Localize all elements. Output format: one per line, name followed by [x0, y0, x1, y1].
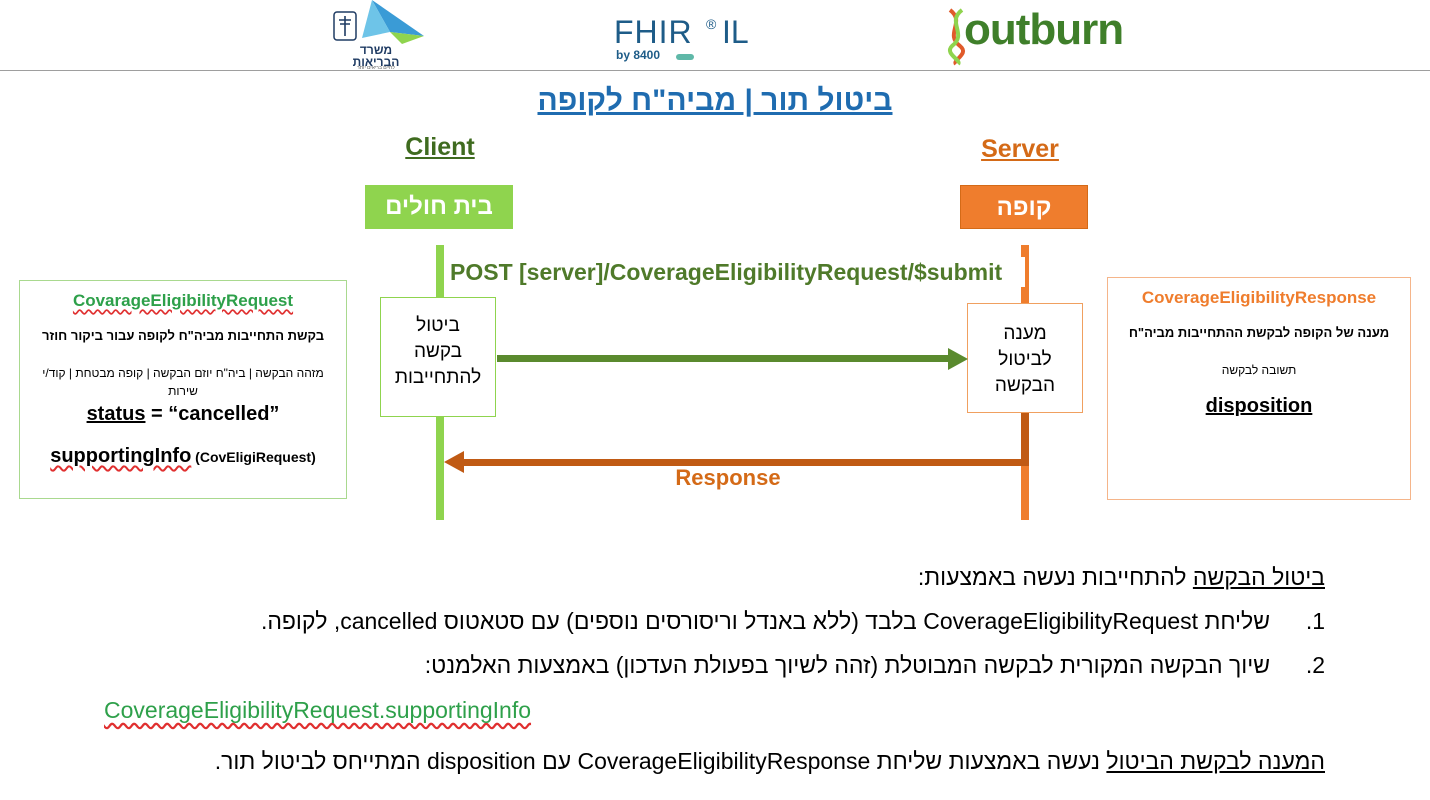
supportinginfo-type: (CovEligiRequest) [191, 449, 316, 465]
response-panel-description: מענה של הקופה לבקשת ההתחייבות מביה"ח [1128, 325, 1390, 340]
dna-helix-icon [948, 8, 965, 66]
moh-logo-text: משרד הבריאות [352, 43, 400, 69]
cancellation-intro-line: ביטול הבקשה להתחייבות נעשה באמצעות: [105, 562, 1325, 592]
list-item-text: שליחת CoverageEligibilityRequest בלבד (ל… [260, 608, 1270, 634]
request-arrow-head-icon [948, 348, 968, 370]
list-item-number: 2. [1305, 652, 1325, 678]
response-label: Response [675, 465, 781, 490]
fhir-logo-bar [676, 54, 694, 60]
fhir-logo-country: IL [722, 14, 749, 50]
fhir-logo-text: FHIR [614, 14, 693, 50]
fhir-il-logo: FHIR ® IL by 8400 [614, 14, 764, 64]
response-arrow-head-icon [444, 451, 464, 473]
request-arrow-shaft [497, 355, 952, 362]
request-panel-title: CovarageEligibilityRequest [72, 291, 294, 310]
outburn-logo-text: outburn [964, 5, 1124, 54]
request-panel-description: בקשת התחייבות מביה"ח לקופה עבור ביקור חו… [41, 328, 325, 343]
response-arrow-shaft [463, 459, 1029, 466]
response-explanation-underlined: המענה לבקשת הביטול [1106, 748, 1325, 774]
ministry-of-health-logo: משרד הבריאות לחיים בריאים יותר [332, 0, 432, 71]
response-resource-panel: CoverageEligibilityResponse מענה של הקופ… [1107, 277, 1411, 500]
status-key: status [86, 403, 146, 425]
request-status-line: status = “cancelled” [20, 401, 346, 427]
request-endpoint-label: POST [server]/CoverageEligibilityRequest… [444, 257, 1025, 287]
server-lifeline-response-segment [1021, 413, 1029, 463]
server-label: Server [981, 135, 1059, 163]
hospital-actor-box: בית חולים [365, 185, 513, 229]
header-divider [0, 70, 1430, 71]
cancel-answer-line-1: מענה [1003, 323, 1047, 344]
cancel-request-line-1: ביטול [416, 315, 460, 336]
page-title: ביטול תור | מביה"ח לקופה [537, 84, 893, 117]
cancel-answer-line-3: הבקשה [994, 375, 1056, 396]
cancel-request-line-3: להתחייבות [394, 367, 482, 388]
cancel-request-activity-box: ביטול בקשה להתחייבות [380, 297, 496, 417]
cancel-answer-activity-box: מענה לביטול הבקשה [967, 303, 1083, 413]
list-item-text: שיוך הבקשה המקורית לבקשה המבוטלת (זהה לש… [424, 652, 1270, 678]
moh-logo-graphic [333, 0, 424, 44]
moh-logo-tagline: לחיים בריאים יותר [357, 65, 395, 71]
response-panel-title: CoverageEligibilityResponse [1141, 288, 1377, 307]
request-supportinginfo-line: supportingInfo (CovEligiRequest) [20, 443, 346, 470]
fhir-logo-by: by 8400 [616, 48, 661, 62]
request-resource-panel: CovarageEligibilityRequest בקשת התחייבות… [19, 280, 347, 499]
cancel-request-line-2: בקשה [413, 341, 463, 362]
response-explanation-line: המענה לבקשת הביטול נעשה באמצעות שליחת Co… [105, 746, 1325, 776]
cancellation-intro-underlined: ביטול הבקשה [1192, 564, 1325, 590]
cancellation-intro-rest: להתחייבות נעשה באמצעות: [917, 564, 1193, 590]
kupa-actor-box: קופה [960, 185, 1088, 229]
status-value: = “cancelled” [145, 403, 280, 425]
list-item-number: 1. [1305, 608, 1325, 634]
outburn-logo: outburn [940, 6, 1140, 66]
supportinginfo-element-path: CoverageEligibilityRequest.supportingInf… [104, 697, 532, 723]
fhir-logo-reg: ® [706, 16, 717, 32]
request-panel-identifiers: מזהה הבקשה | ביה"ח יוזם הבקשה | קופה מבט… [42, 366, 324, 398]
response-panel-subtitle: תשובה לבקשה [1221, 363, 1297, 377]
response-disposition: disposition [1205, 395, 1313, 417]
client-label: Client [405, 133, 475, 161]
response-explanation-rest: נעשה באמצעות שליחת CoverageEligibilityRe… [214, 748, 1107, 774]
cancel-answer-line-2: לביטול [998, 349, 1052, 370]
supportinginfo-key: supportingInfo [50, 445, 192, 467]
